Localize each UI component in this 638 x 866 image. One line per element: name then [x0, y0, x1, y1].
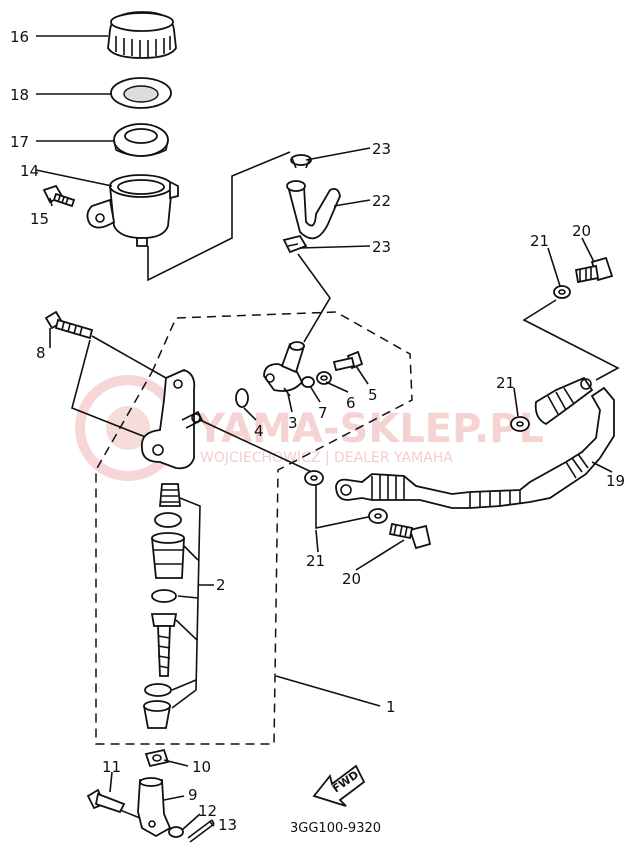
- label-1: 1: [386, 698, 396, 716]
- part-15-bolt[interactable]: [42, 184, 76, 208]
- label-4: 4: [254, 422, 264, 440]
- part-21-washer-low2[interactable]: [368, 508, 388, 524]
- part-18-plate[interactable]: [110, 77, 172, 109]
- part-12-washer[interactable]: [168, 826, 184, 838]
- part-14-reservoir[interactable]: [86, 174, 179, 247]
- part-21-washer-top[interactable]: [553, 285, 571, 299]
- part-6-washer[interactable]: [316, 371, 332, 385]
- part-7-washer[interactable]: [301, 376, 315, 388]
- part-16-cap[interactable]: [107, 11, 177, 59]
- part-4-oring[interactable]: [235, 388, 249, 408]
- part-21-washer-low[interactable]: [304, 470, 324, 486]
- label-20-top: 20: [572, 222, 591, 240]
- part-13-cotter-pin[interactable]: [187, 819, 215, 843]
- part-8-bolt[interactable]: [44, 310, 94, 340]
- label-16: 16: [10, 28, 29, 46]
- diagram-code: 3GG100-9320: [290, 821, 381, 836]
- part-3-joint[interactable]: [263, 341, 306, 397]
- label-21-low: 21: [306, 552, 325, 570]
- label-9: 9: [188, 786, 198, 804]
- label-21-mid: 21: [496, 374, 515, 392]
- label-21-top: 21: [530, 232, 549, 250]
- part-2-kit-rod[interactable]: [150, 613, 178, 677]
- label-22: 22: [372, 192, 391, 210]
- label-2: 2: [216, 576, 226, 594]
- label-13: 13: [218, 816, 237, 834]
- label-10: 10: [192, 758, 211, 776]
- leader-lines: [35, 35, 613, 831]
- part-19-brake-hose[interactable]: [335, 376, 615, 509]
- label-23-lower: 23: [372, 238, 391, 256]
- part-1-master-cylinder[interactable]: [140, 369, 204, 470]
- part-11-pin[interactable]: [86, 788, 126, 814]
- part-17-diaphragm[interactable]: [113, 123, 169, 157]
- label-18: 18: [10, 86, 29, 104]
- part-10-nut[interactable]: [144, 748, 170, 768]
- label-12: 12: [198, 802, 217, 820]
- part-2-kit-piston[interactable]: [151, 532, 185, 579]
- part-20-union-bolt-top[interactable]: [574, 256, 614, 284]
- watermark: YAMA-SKLEP.PL WOJCIECHOWICZ | DEALER YAM…: [75, 375, 544, 481]
- label-6: 6: [346, 394, 356, 412]
- part-2-kit-washer[interactable]: [151, 589, 177, 603]
- subassembly-boundary: [95, 311, 413, 745]
- label-19: 19: [606, 472, 625, 490]
- label-3: 3: [288, 414, 298, 432]
- label-23-upper: 23: [372, 140, 391, 158]
- label-17: 17: [10, 133, 29, 151]
- part-22-hose[interactable]: [286, 180, 341, 240]
- part-21-washer-mid[interactable]: [510, 416, 530, 432]
- part-2-kit-boot[interactable]: [142, 700, 172, 729]
- part-20-union-bolt-low[interactable]: [388, 522, 432, 550]
- label-11: 11: [102, 758, 121, 776]
- part-23-clip-lower[interactable]: [282, 234, 308, 254]
- part-5-screw[interactable]: [332, 350, 364, 372]
- label-5: 5: [368, 386, 378, 404]
- part-9-clevis[interactable]: [137, 777, 172, 838]
- label-15: 15: [30, 210, 49, 228]
- label-7: 7: [318, 404, 328, 422]
- part-labels: 16 18 17 14 15 23 22 23 21 20 8 21 4 3 7…: [10, 28, 625, 834]
- part-2-kit-spring[interactable]: [159, 483, 181, 507]
- fwd-arrow-icon: [312, 764, 366, 807]
- part-2-kit-cup[interactable]: [154, 512, 182, 528]
- label-20-low: 20: [342, 570, 361, 588]
- part-23-clip-upper[interactable]: [290, 154, 312, 169]
- part-2-kit-circlip[interactable]: [144, 683, 172, 697]
- watermark-dealer: WOJCIECHOWICZ | DEALER YAMAHA: [200, 450, 453, 466]
- watermark-brand: YAMA-SKLEP.PL: [195, 406, 544, 452]
- label-14: 14: [20, 162, 39, 180]
- label-8: 8: [36, 344, 46, 362]
